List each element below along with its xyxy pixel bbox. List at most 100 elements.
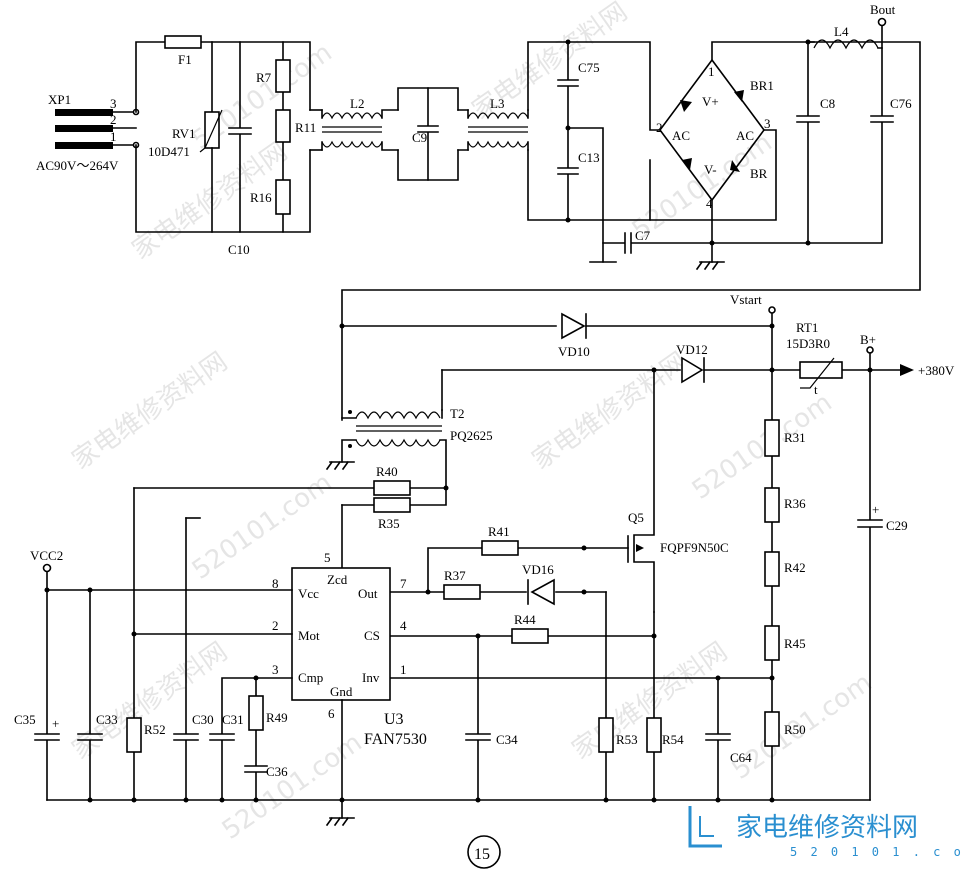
- logo-text: 家电维修资料网: [736, 813, 918, 843]
- watermark-url: 520101.com: [217, 728, 368, 846]
- t2-label: T2: [450, 406, 464, 421]
- c36-label: C36: [266, 764, 288, 779]
- watermark-text: 家电维修资料网: [67, 637, 233, 766]
- choke-l4: L4 Bout: [807, 2, 896, 50]
- watermark-text: 家电维修资料网: [527, 347, 693, 476]
- u3-num-6: 6: [328, 706, 335, 721]
- br1-vplus: V+: [702, 94, 719, 109]
- resistor-stack-r7-r11-r16: R7 R11 R16: [250, 41, 316, 233]
- br1-vminus: V-: [704, 162, 717, 177]
- out-380v-label: +380V: [918, 363, 955, 378]
- br1-pin4: 4: [706, 196, 713, 211]
- choke-l2: L2: [309, 96, 399, 151]
- q5-label: Q5: [628, 510, 644, 525]
- xp1-pin3: 3: [110, 96, 117, 111]
- capacitor-c10: C10: [228, 41, 252, 257]
- rt1-label: RT1: [796, 320, 818, 335]
- ic-u3: Zcd Vcc Out Mot CS Cmp Inv Gnd 5 8 7 2 4…: [272, 550, 427, 827]
- rt1-t-mark: t: [814, 382, 818, 397]
- t2-part: PQ2625: [450, 428, 493, 443]
- u3-num-4: 4: [400, 618, 407, 633]
- r44-label: R44: [514, 612, 536, 627]
- divider-r31-r50: R31 R36 R42 R45 R50: [764, 369, 806, 801]
- resistors-r40-r35: R40 R35: [133, 464, 449, 569]
- f1-label: F1: [178, 52, 192, 67]
- ground-bus: [46, 797, 871, 803]
- varistor-rv1: RV1 10D471: [148, 41, 223, 233]
- page-number: 15: [467, 835, 501, 869]
- bridge-rectifier-br1: 1 2 3 4 V+ V- AC AC BR1 BR: [341, 41, 921, 421]
- rv1-part: 10D471: [148, 144, 190, 159]
- c8-label: C8: [820, 96, 835, 111]
- br1-ac-right: AC: [736, 128, 754, 143]
- diode-vd12: [681, 356, 704, 384]
- ac-input-connector: XP1 3 2 1 AC90V～264V: [36, 92, 140, 173]
- vd16-label: VD16: [522, 562, 554, 577]
- xp1-pin1: 1: [110, 129, 117, 144]
- c35-plus: +: [52, 716, 59, 731]
- r11-label: R11: [295, 120, 316, 135]
- thermistor-rt1: [799, 361, 843, 379]
- u3-part: FAN7530: [364, 731, 427, 748]
- l2-label: L2: [350, 96, 364, 111]
- u3-num-2: 2: [272, 618, 279, 633]
- br1-label: BR1: [750, 78, 774, 93]
- c76-label: C76: [890, 96, 912, 111]
- l4-label: L4: [834, 24, 849, 39]
- u3-pin-gnd: Gnd: [330, 684, 353, 699]
- r53-label: R53: [616, 732, 638, 747]
- vstart-rail: VD10 Vstart: [339, 292, 776, 371]
- c33-label: C33: [96, 712, 118, 727]
- r36-label: R36: [784, 496, 806, 511]
- c10-label: C10: [228, 242, 250, 257]
- u3-pin-cs: CS: [364, 628, 380, 643]
- r37-label: R37: [444, 568, 466, 583]
- c75-label: C75: [578, 60, 600, 75]
- q5-part: FQPF9N50C: [660, 540, 729, 555]
- c34-label: C34: [496, 732, 518, 747]
- choke-l3: L3: [457, 96, 529, 151]
- capacitor-c7: C7: [589, 228, 713, 263]
- vd12-label: VD12: [676, 342, 708, 357]
- c64-label: C64: [730, 750, 752, 765]
- site-logo: 家电维修资料网 5 2 0 1 0 1 . c o m: [688, 806, 961, 859]
- rv1-label: RV1: [172, 126, 196, 141]
- u3-num-8: 8: [272, 576, 279, 591]
- gate-drive-network: R41 R37 VD16 R53: [389, 524, 638, 801]
- u3-pin-vcc: Vcc: [298, 586, 319, 601]
- vcc2-label: VCC2: [30, 548, 63, 563]
- br1-pin2: 2: [656, 120, 663, 135]
- r50-label: R50: [784, 722, 806, 737]
- fuse-f1: [164, 35, 202, 49]
- u3-num-1: 1: [400, 662, 407, 677]
- bplus-label: B+: [860, 332, 876, 347]
- c7-label: C7: [635, 228, 651, 243]
- c35-label: C35: [14, 712, 36, 727]
- u3-pin-out: Out: [358, 586, 378, 601]
- page-number-text: 15: [474, 846, 490, 863]
- r45-label: R45: [784, 636, 806, 651]
- watermark-text: 家电维修资料网: [67, 347, 233, 476]
- br1-ac-left: AC: [672, 128, 690, 143]
- c9-label: C9: [412, 130, 427, 145]
- u3-label: U3: [384, 711, 404, 728]
- u3-num-3: 3: [272, 662, 279, 677]
- xp1-label: XP1: [48, 92, 71, 107]
- r31-label: R31: [784, 430, 806, 445]
- capacitors-c8-c76: C8 C76: [709, 39, 912, 246]
- boost-output-rail: VD12 RT1 15D3R0 t B+ +380V: [441, 320, 955, 397]
- u3-pin-zcd: Zcd: [327, 572, 348, 587]
- r35-label: R35: [378, 516, 400, 531]
- u3-pin-inv: Inv: [362, 670, 380, 685]
- r40-label: R40: [376, 464, 398, 479]
- transformer-t2: T2 PQ2625: [325, 369, 493, 489]
- watermark-url: 520101.com: [687, 388, 838, 506]
- capacitor-c75-c13: C75 C13: [527, 39, 661, 263]
- c29-plus: +: [872, 502, 879, 517]
- r16-label: R16: [250, 190, 272, 205]
- c29-label: C29: [886, 518, 908, 533]
- u3-pin-cmp: Cmp: [298, 670, 323, 685]
- diode-vd10: [561, 312, 586, 340]
